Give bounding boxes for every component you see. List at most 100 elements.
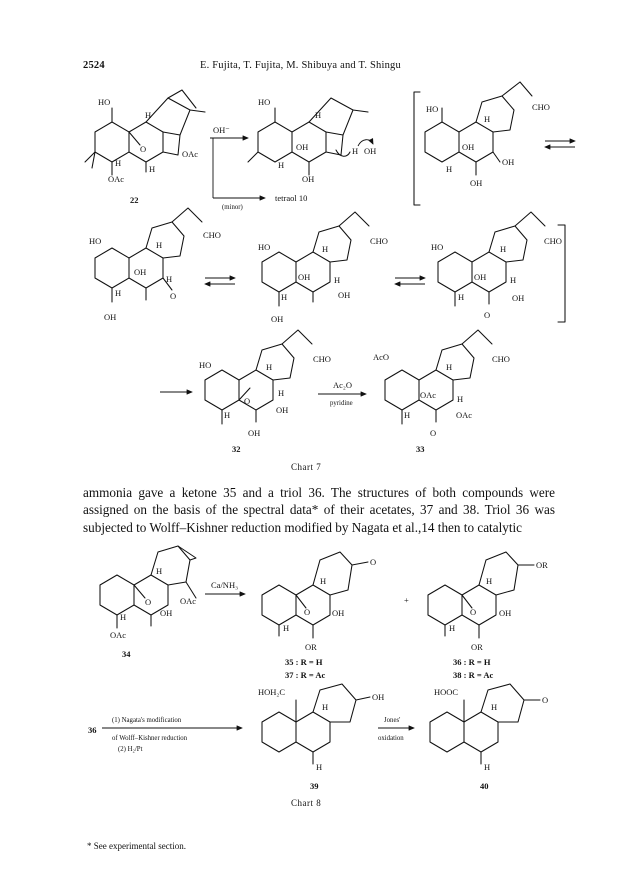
right-oh-bottom: OH	[470, 178, 482, 188]
right-oh-mid: OH	[462, 142, 474, 152]
r2c-oh-mid: OH	[474, 272, 486, 282]
r2b-oh-right: OH	[338, 290, 350, 300]
chart-8-caption: Chart 8	[291, 798, 321, 808]
r2b-cho: CHO	[370, 236, 388, 246]
r2c-oh-right: OH	[512, 293, 524, 303]
r2a-o: O	[170, 291, 176, 301]
structure-40: HOOC H O H 40	[429, 683, 548, 791]
r2c-ho: HO	[431, 242, 443, 252]
step-1b: of Wolff–Kishner reduction	[112, 735, 188, 742]
structure-32: HO CHO H H O OH H OH 32	[199, 329, 331, 454]
c35-o: O	[370, 557, 376, 567]
structure-row2-b: HO CHO H OH H OH H OH	[258, 211, 388, 324]
mid-h-top: H	[315, 110, 321, 120]
c40-o: O	[542, 695, 548, 705]
structure-row2-c: HO CHO H OH H OH H O	[431, 211, 562, 320]
mid-h-left: H	[278, 160, 284, 170]
c34-h-top: H	[156, 566, 162, 576]
structure-35: O H O OH H OR 35 : R = H 37 : R = Ac	[261, 551, 376, 680]
c22-h-bottom: H	[149, 164, 155, 174]
c35-oh: OH	[332, 608, 344, 618]
structure-39: HOH₂C H OH H 39	[258, 683, 384, 791]
c36-o: O	[470, 607, 476, 617]
r2c-h-top: H	[500, 244, 506, 254]
r2c-h-left: H	[458, 292, 464, 302]
mid-attack-h: H	[352, 146, 358, 156]
c40-h-bottom: H	[484, 762, 490, 772]
c34-oac-bottom: OAc	[110, 630, 126, 640]
reagent-ca-nh3: Ca/NH₃	[211, 580, 238, 590]
c32-oh-right: OH	[276, 405, 288, 415]
page-number: 2524	[83, 60, 105, 71]
c33-h-right: H	[457, 394, 463, 404]
r2a-cho: CHO	[203, 230, 221, 240]
mid-attack-oh: OH	[364, 146, 376, 156]
c33-h-top: H	[446, 362, 452, 372]
label-37: 37 : R = Ac	[285, 670, 325, 680]
compound-number-33: 33	[416, 444, 425, 454]
chart-7-caption: Chart 7	[291, 462, 321, 472]
c22-oac-bottom: OAc	[108, 174, 124, 184]
r2a-oh-bottom: OH	[104, 312, 116, 322]
c33-cho: CHO	[492, 354, 510, 364]
mid-oh-bottom: OH	[302, 174, 314, 184]
step-2: (2) H₂/Pt	[118, 746, 143, 753]
r2b-oh-mid: OH	[298, 272, 310, 282]
reagent-oxidation: oxidation	[378, 735, 404, 742]
c32-cho: CHO	[313, 354, 331, 364]
compound-number-39: 39	[310, 781, 319, 791]
c34-o: O	[145, 597, 151, 607]
c39-h-top: H	[322, 702, 328, 712]
c32-ho: HO	[199, 360, 211, 370]
reagent-jones: Jones'	[384, 717, 400, 724]
c39-oh: OH	[372, 692, 384, 702]
body-paragraph: ammonia gave a ketone 35 and a triol 36.…	[83, 485, 555, 535]
c32-o: O	[244, 396, 250, 406]
c22-h-left: H	[115, 158, 121, 168]
step-1: (1) Nagata's modification	[112, 717, 182, 724]
r2b-h-top: H	[322, 244, 328, 254]
c34-oh: OH	[160, 608, 172, 618]
right-h-left: H	[446, 164, 452, 174]
c32-h-left: H	[224, 410, 230, 420]
running-head: E. Fujita, T. Fujita, M. Shibuya and T. …	[200, 60, 401, 71]
structure-intermediate-1: HO H OH H OH H OH	[247, 97, 376, 184]
r2a-h-top: H	[156, 240, 162, 250]
c36-or: OR	[471, 642, 483, 652]
c22-o: O	[140, 144, 146, 154]
structure-row2-a: HO CHO H OH H H O OH	[89, 207, 221, 322]
structure-33: AcO CHO H OAc H OAc H O 33	[373, 329, 510, 454]
c32-h-top: H	[266, 362, 272, 372]
r2b-h-right: H	[334, 275, 340, 285]
c33-o-bottom: O	[430, 428, 436, 438]
c33-aco: AcO	[373, 352, 389, 362]
r2a-ho: HO	[89, 236, 101, 246]
r2b-h-left: H	[281, 292, 287, 302]
c33-oac-mid: OAc	[420, 390, 436, 400]
label-tetraol: tetraol 10	[275, 193, 307, 203]
label-38: 38 : R = Ac	[453, 670, 493, 680]
label-35: 35 : R = H	[285, 657, 323, 667]
right-cho: CHO	[532, 102, 550, 112]
c36-or-top: OR	[536, 560, 548, 570]
compound-number-34: 34	[122, 649, 131, 659]
compound-number-22: 22	[130, 195, 139, 205]
start-36: 36	[88, 725, 97, 735]
c40-h-top: H	[491, 702, 497, 712]
compound-number-32: 32	[232, 444, 241, 454]
label-36: 36 : R = H	[453, 657, 491, 667]
c35-or: OR	[305, 642, 317, 652]
c35-h-top: H	[320, 576, 326, 586]
structure-36: OR H O OH H OR 36 : R = H 38 : R = Ac	[427, 551, 548, 680]
reagent-hydroxide: OH⁻	[213, 125, 230, 135]
c34-h-left: H	[120, 612, 126, 622]
c34-oac-right: OAc	[180, 596, 196, 606]
c36-oh: OH	[499, 608, 511, 618]
c33-h-left: H	[404, 410, 410, 420]
r2c-h-right: H	[510, 275, 516, 285]
r2b-oh-bottom: OH	[271, 314, 283, 324]
c36-h-left: H	[449, 623, 455, 633]
c39-h-bottom: H	[316, 762, 322, 772]
